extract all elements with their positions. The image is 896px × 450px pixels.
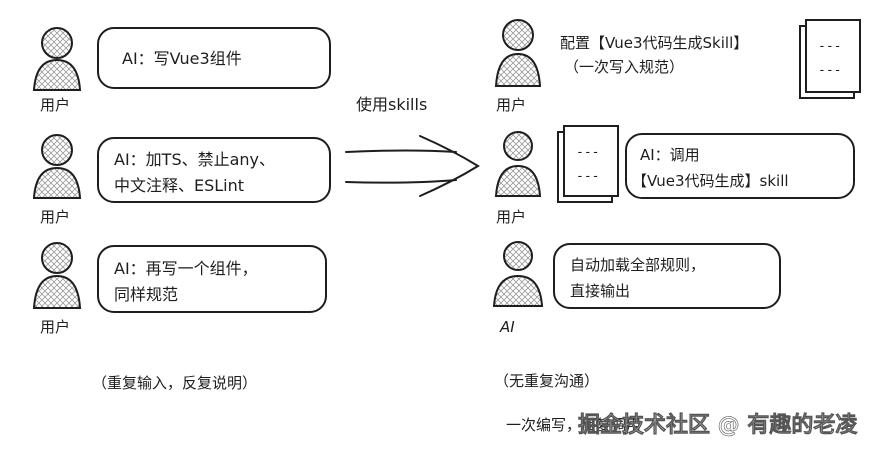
arrow-label: 使用skills	[356, 95, 427, 114]
doc-glyph: ---	[818, 39, 841, 54]
speech-bubble	[97, 27, 331, 89]
watermark: 掘金技术社区 @ 有趣的老凌	[578, 412, 858, 438]
message-line-1: AI：加TS、禁止any、	[114, 150, 275, 169]
actor-label: AI	[499, 318, 515, 336]
user-figure-icon	[32, 242, 82, 309]
user-figure-icon	[32, 27, 82, 91]
right-caption: （无重复沟通）	[494, 372, 599, 390]
user-figure-icon	[494, 19, 542, 87]
message-line-1: AI：再写一个组件，	[114, 259, 258, 278]
actor-label: 用户	[496, 208, 526, 226]
right-footer: 一次编写，反复调用	[506, 416, 641, 434]
user-figure-icon	[32, 134, 82, 199]
speech-bubble	[97, 137, 331, 203]
config-line-2: （一次写入规范）	[564, 58, 684, 76]
speech-bubble	[553, 243, 781, 309]
left-row-1: 用户 AI：写Vue3组件	[32, 27, 331, 114]
right-row-call: 用户 --- --- AI：调用 【Vue3代码生成】skill	[494, 125, 855, 226]
actor-label: 用户	[496, 96, 526, 114]
right-row-ai: AI 自动加载全部规则， 直接输出	[492, 241, 781, 336]
message-line-2: 同样规范	[114, 285, 178, 304]
left-row-2: 用户 AI：加TS、禁止any、 中文注释、ESLint	[32, 134, 331, 226]
doc-glyph: ---	[576, 169, 599, 184]
ai-figure-icon	[492, 241, 544, 307]
speech-bubble	[97, 245, 327, 313]
right-row-config: 用户 配置【Vue3代码生成Skill】 （一次写入规范） --- ---	[494, 19, 861, 114]
message-line-2: 直接输出	[570, 282, 630, 300]
actor-label: 用户	[40, 318, 70, 336]
message-line-1: 自动加载全部规则，	[570, 256, 705, 274]
message-line-2: 中文注释、ESLint	[114, 176, 244, 195]
doc-glyph: ---	[576, 145, 599, 160]
speech-bubble	[625, 133, 855, 199]
message-line-1: AI：写Vue3组件	[122, 49, 242, 68]
user-figure-icon	[494, 131, 542, 197]
config-line-1: 配置【Vue3代码生成Skill】	[560, 34, 748, 52]
message-line-1: AI：调用	[640, 146, 700, 164]
double-arrow-icon	[345, 135, 480, 197]
document-stack-icon: --- ---	[799, 19, 861, 99]
document-stack-icon: --- ---	[557, 125, 619, 203]
actor-label: 用户	[40, 208, 70, 226]
actor-label: 用户	[40, 96, 70, 114]
doc-glyph: ---	[818, 63, 841, 78]
left-caption: （重复输入，反复说明）	[92, 374, 257, 392]
left-row-3: 用户 AI：再写一个组件， 同样规范	[32, 242, 327, 336]
message-line-2: 【Vue3代码生成】skill	[632, 172, 789, 190]
